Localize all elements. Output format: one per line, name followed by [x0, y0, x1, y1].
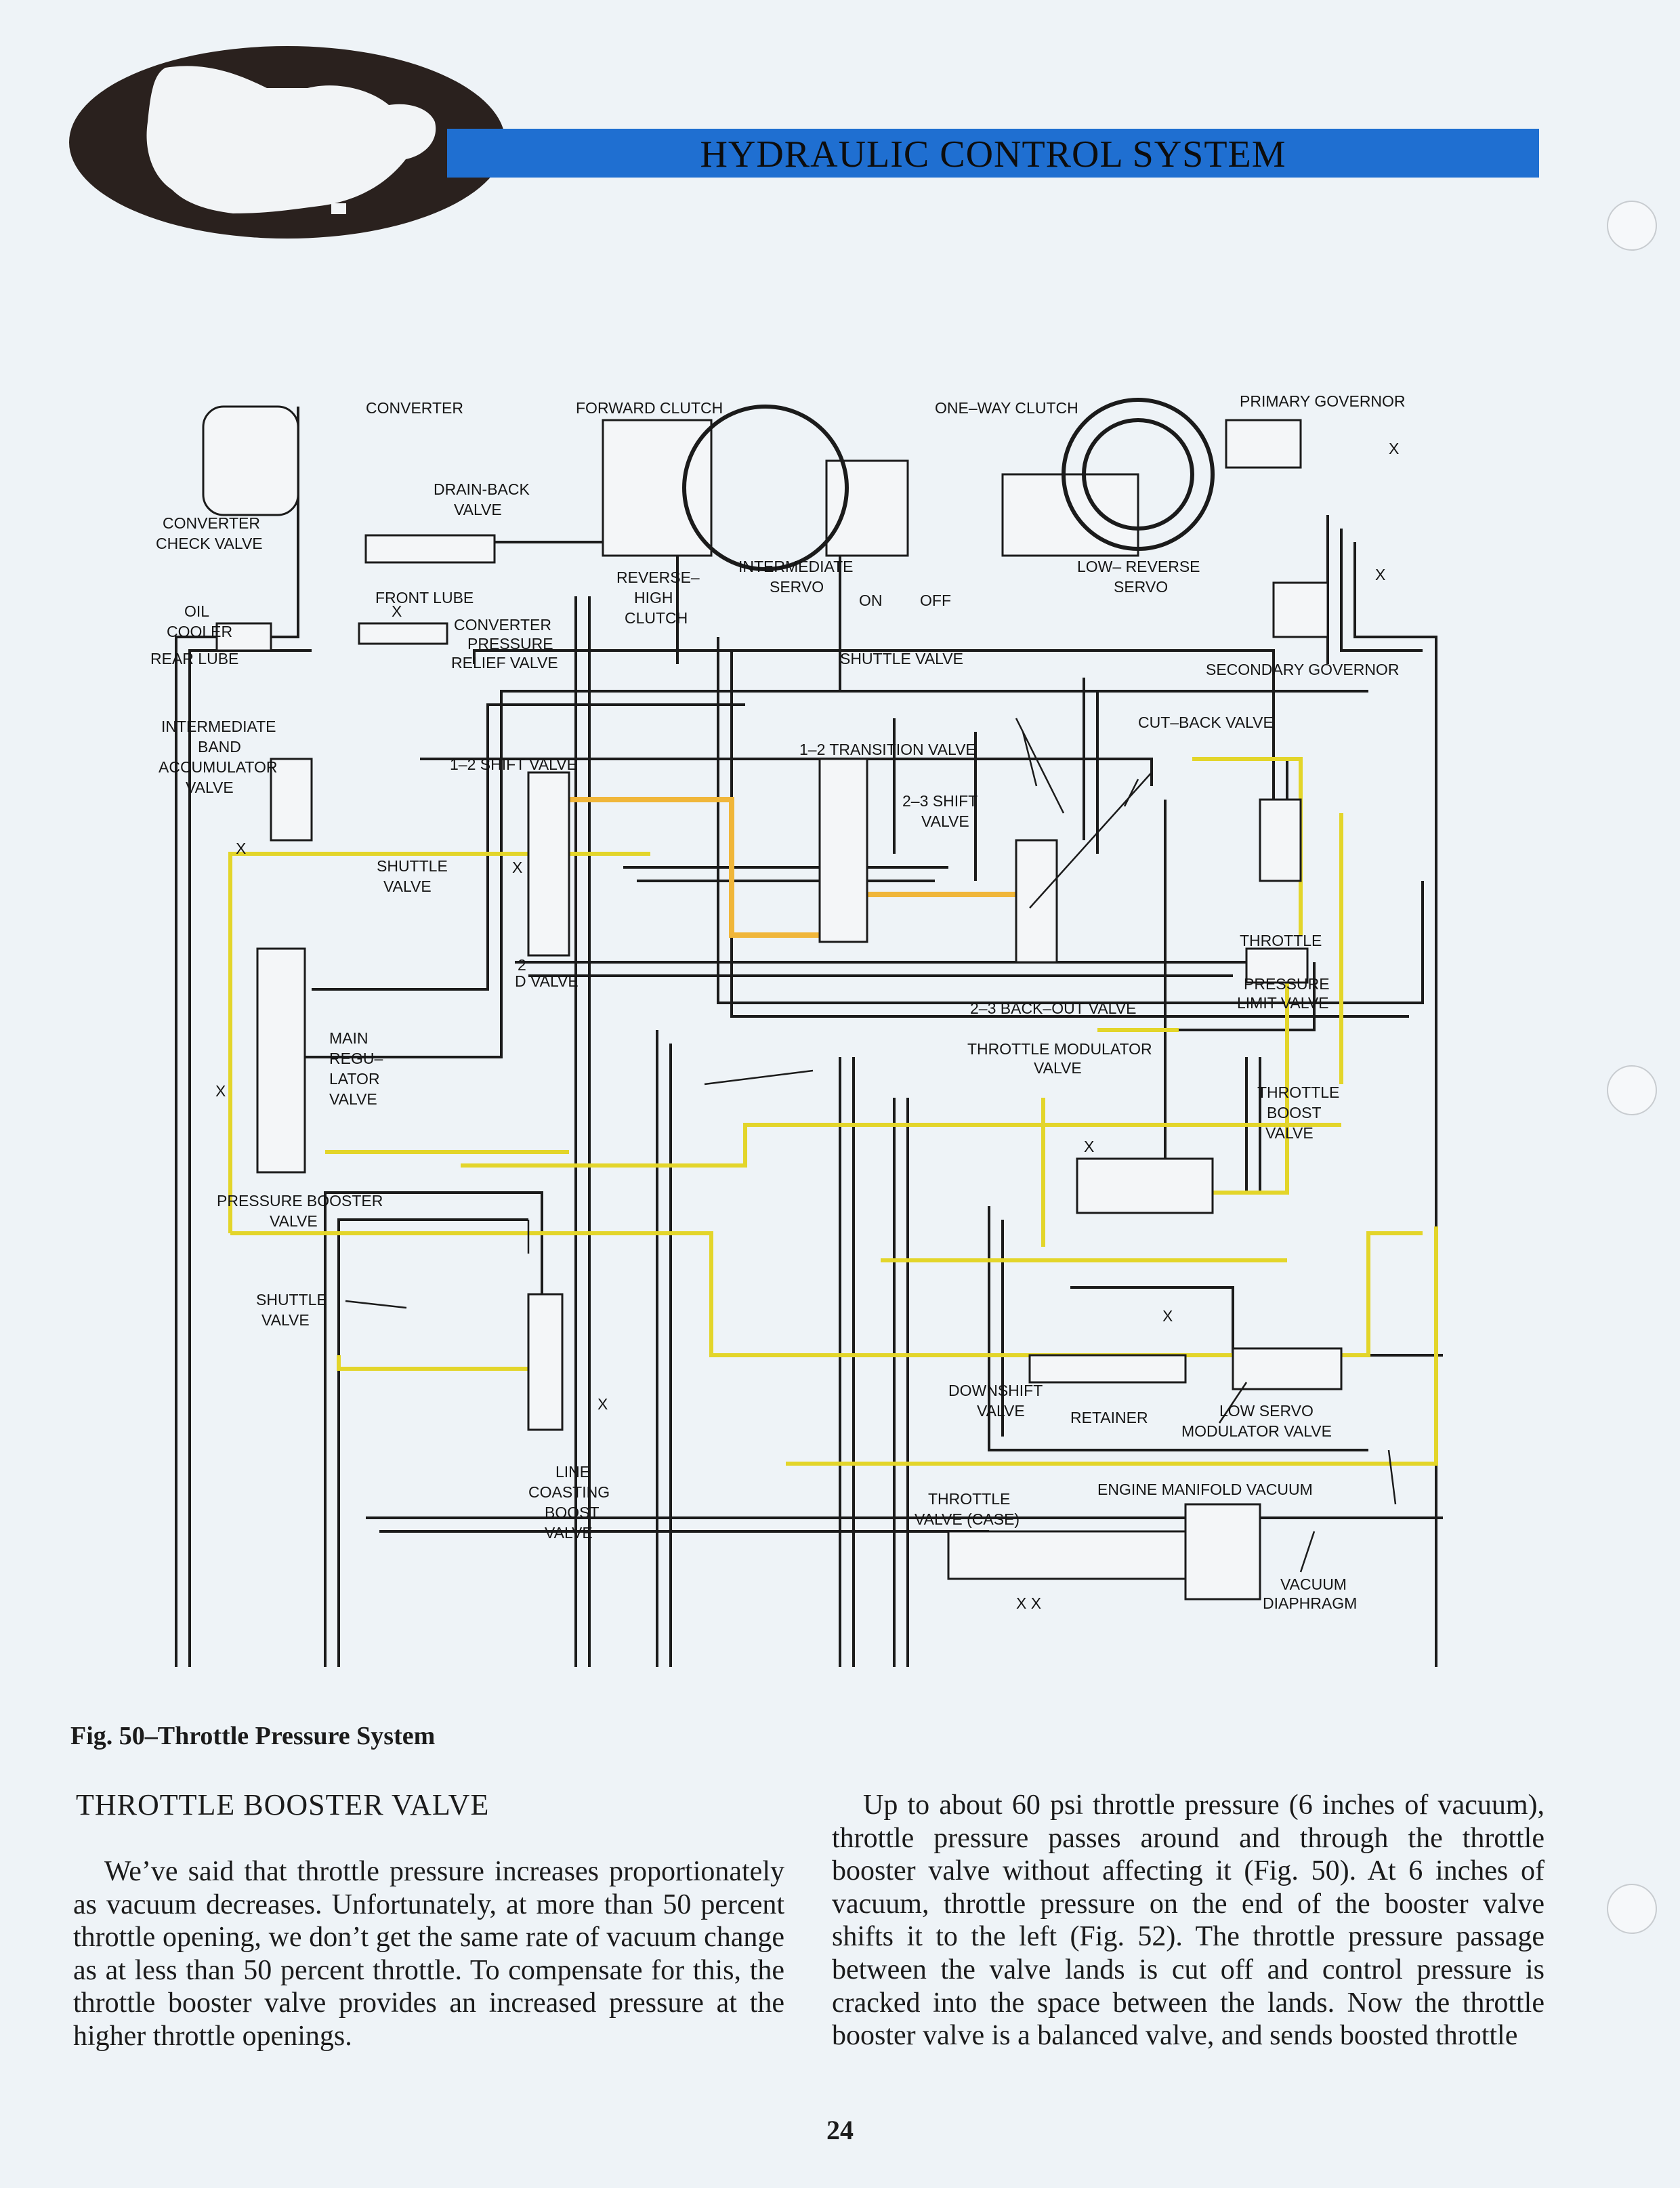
label-x-secondary-governor: X — [1375, 566, 1385, 583]
punch-hole-top — [1607, 201, 1657, 251]
label-retainer: RETAINER — [1070, 1409, 1148, 1426]
valve-bodies — [202, 405, 1343, 1601]
label-int-band-4: VALVE — [186, 779, 234, 796]
label-d2-valve: D VALVE — [515, 972, 579, 990]
label-rear-lube: REAR LUBE — [150, 650, 238, 667]
page-number: 24 — [826, 2115, 854, 2145]
label-shift-23-2: VALVE — [921, 812, 969, 830]
label-throttle-boost-1: THROTTLE — [1257, 1083, 1339, 1101]
label-reverse-high-2: HIGH — [634, 589, 673, 606]
label-oil-cooler-1: OIL — [184, 602, 209, 620]
label-shuttle-mid-1: SHUTTLE — [377, 857, 448, 875]
label-main-reg-4: VALVE — [329, 1090, 377, 1108]
label-off: OFF — [920, 592, 951, 609]
label-oil-cooler-2: COOLER — [167, 623, 232, 640]
label-main-reg-3: LATOR — [329, 1070, 380, 1088]
label-vacuum-diaphragm-2: DIAPHRAGM — [1263, 1594, 1357, 1612]
clutch-drums — [682, 398, 1215, 571]
label-int-band-1: INTERMEDIATE — [161, 718, 276, 735]
label-conv-relief-2: PRESSURE — [467, 635, 553, 653]
body-column-left: We’ve said that throttle pressure increa… — [73, 1856, 784, 2052]
label-conv-relief-1: CONVERTER — [454, 616, 551, 634]
label-x-primary-governor: X — [1389, 440, 1399, 457]
label-throttle-boost-3: VALVE — [1265, 1124, 1314, 1142]
label-throttle-mod-1: THROTTLE MODULATOR — [967, 1040, 1152, 1058]
label-x-downshift: X — [1162, 1307, 1173, 1325]
throttle-pressure-passages — [228, 757, 1438, 1466]
label-primary-governor: PRIMARY GOVERNOR — [1240, 392, 1406, 410]
label-throttle-psl-3: LIMIT VALVE — [1237, 994, 1329, 1012]
label-engine-vacuum: ENGINE MANIFOLD VACUUM — [1097, 1481, 1313, 1498]
label-forward-clutch: FORWARD CLUTCH — [576, 399, 723, 417]
label-low-reverse-1: LOW– REVERSE — [1077, 558, 1200, 575]
label-int-servo-1: INTERMEDIATE — [738, 558, 854, 575]
section-heading: THROTTLE BOOSTER VALVE — [76, 1788, 490, 1821]
header-logo — [69, 46, 505, 239]
label-line-coasting-2: COASTING — [528, 1483, 610, 1501]
label-x-main-regulator: X — [215, 1082, 226, 1100]
label-throttle-mod-2: VALVE — [1034, 1059, 1082, 1077]
label-secondary-governor: SECONDARY GOVERNOR — [1206, 661, 1399, 678]
label-one-way-clutch: ONE–WAY CLUTCH — [935, 399, 1078, 417]
callout-leaders — [345, 718, 1397, 1573]
label-int-band-3: ACCUMULATOR — [159, 758, 278, 776]
label-xx-throttle-case: X X — [1016, 1594, 1041, 1612]
label-throttle-psl-2: PRESSURE — [1244, 975, 1330, 993]
body-column-right: Up to about 60 psi throttle pressure (6 … — [832, 1790, 1545, 2052]
label-drain-back-2: VALVE — [454, 501, 502, 518]
label-x-converter-relief: X — [392, 602, 402, 620]
label-line-coasting-4: VALVE — [545, 1524, 593, 1542]
label-main-reg-2: REGU– — [329, 1050, 383, 1067]
label-main-reg-1: MAIN — [329, 1029, 369, 1047]
label-shuttle-low-1: SHUTTLE — [256, 1291, 327, 1308]
label-line-coasting-3: BOOST — [545, 1504, 600, 1521]
page-header-title: HYDRAULIC CONTROL SYSTEM — [700, 133, 1286, 176]
label-converter-check-2: CHECK VALVE — [156, 535, 263, 552]
label-reverse-high-3: CLUTCH — [625, 609, 688, 627]
label-throttle-case-2: VALVE (CASE) — [915, 1510, 1020, 1528]
label-downshift-2: VALVE — [977, 1402, 1025, 1420]
label-x-line-coasting: X — [597, 1395, 608, 1413]
diagram-labels: CONVERTER FORWARD CLUTCH ONE–WAY CLUTCH … — [150, 392, 1406, 1612]
label-shuttle-low-2: VALVE — [261, 1311, 310, 1329]
transmission-silhouette-icon — [146, 66, 436, 213]
label-shift-23-1: 2–3 SHIFT — [902, 792, 978, 810]
label-vacuum-diaphragm-1: VACUUM — [1280, 1575, 1347, 1593]
label-low-servo-mod-1: LOW SERVO — [1219, 1402, 1314, 1420]
label-pressure-booster-2: VALVE — [270, 1212, 318, 1230]
label-throttle-case-1: THROTTLE — [928, 1490, 1010, 1508]
figure-caption: Fig. 50–Throttle Pressure System — [70, 1722, 436, 1750]
label-drain-back-1: DRAIN-BACK — [434, 480, 530, 498]
label-int-band-2: BAND — [198, 738, 241, 756]
header-band — [447, 129, 1539, 178]
label-conv-relief-3: RELIEF VALVE — [451, 654, 558, 672]
label-x-throttle-boost: X — [1084, 1138, 1094, 1155]
label-line-coasting-1: LINE — [555, 1463, 590, 1481]
punch-hole-bottom — [1607, 1884, 1657, 1934]
label-backout-23: 2–3 BACK–OUT VALVE — [970, 999, 1136, 1017]
label-x-shuttle-mid: X — [512, 859, 522, 876]
punch-hole-middle — [1607, 1065, 1657, 1115]
hydraulic-passages — [175, 407, 1443, 1667]
label-d2-sup: 2 — [518, 956, 526, 974]
label-front-lube: FRONT LUBE — [375, 589, 474, 606]
label-converter-check-1: CONVERTER — [163, 514, 260, 532]
label-reverse-high-1: REVERSE– — [616, 569, 700, 586]
label-shuttle-mid-2: VALVE — [383, 878, 432, 895]
label-pressure-booster-1: PRESSURE BOOSTER — [217, 1192, 383, 1210]
label-converter: CONVERTER — [366, 399, 463, 417]
label-downshift-1: DOWNSHIFT — [948, 1382, 1043, 1399]
label-low-servo-mod-2: MODULATOR VALVE — [1181, 1422, 1332, 1440]
label-x-accumulator: X — [236, 840, 246, 857]
label-shift-12: 1–2 SHIFT VALVE — [450, 756, 577, 773]
label-throttle-boost-2: BOOST — [1267, 1104, 1322, 1121]
label-on: ON — [859, 592, 883, 609]
label-transition-12: 1–2 TRANSITION VALVE — [799, 741, 976, 758]
throttle-pressure-diagram: CONVERTER FORWARD CLUTCH ONE–WAY CLUTCH … — [150, 392, 1443, 1667]
label-low-reverse-2: SERVO — [1114, 578, 1168, 596]
label-throttle-psl-1: THROTTLE — [1240, 932, 1322, 949]
label-int-servo-2: SERVO — [770, 578, 824, 596]
label-shuttle-valve-top: SHUTTLE VALVE — [840, 650, 963, 667]
label-cut-back: CUT–BACK VALVE — [1138, 714, 1274, 731]
